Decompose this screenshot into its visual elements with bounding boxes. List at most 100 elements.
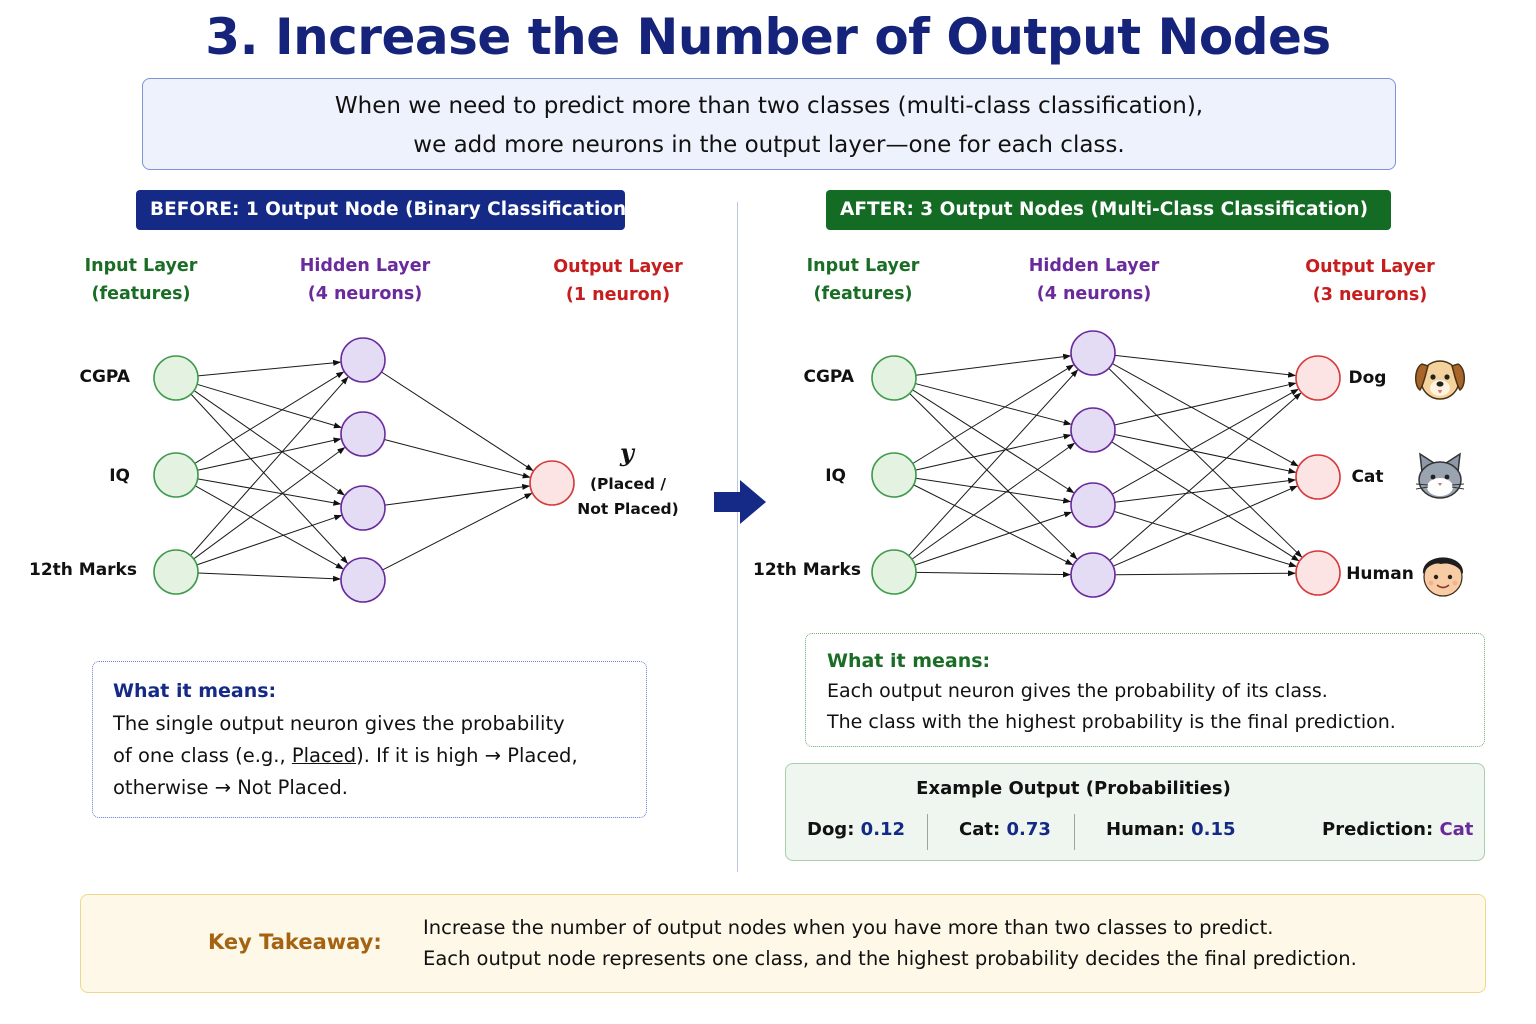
output-label-cat: Cat	[1351, 467, 1384, 487]
after-hidden-output-edge	[1114, 381, 1297, 426]
after-input-hidden-edge	[913, 484, 1074, 566]
example-output-box: Example Output (Probabilities) Dog: 0.12…	[785, 763, 1485, 861]
intro-box: When we need to predict more than two cl…	[142, 78, 1396, 170]
before-input-hidden-edge	[194, 485, 344, 570]
before-input-hidden-edge	[197, 572, 342, 582]
after-hidden-output-edge	[1114, 570, 1297, 577]
after-input-hidden-edge	[912, 364, 1075, 464]
before-output-layer-header: Output Layer (1 neuron)	[538, 253, 698, 309]
meaning-line-3: otherwise → Not Placed.	[113, 776, 348, 799]
after-hidden-output-edge	[1114, 434, 1297, 474]
key-takeaway-label: Key Takeaway:	[208, 930, 382, 954]
output-y-symbol: y	[620, 438, 634, 467]
before-hidden-output-edge	[381, 371, 534, 471]
before-hidden-node	[340, 485, 386, 531]
output-label-dog: Dog	[1348, 368, 1387, 388]
after-hidden-output-edge	[1111, 441, 1300, 562]
caption-line-2: Not Placed)	[577, 500, 679, 518]
before-input-hidden-edge	[196, 514, 343, 566]
after-output-node	[1295, 355, 1341, 401]
before-hidden-node	[340, 337, 386, 383]
after-hidden-node	[1070, 482, 1116, 528]
after-hidden-layer-header: Hidden Layer (4 neurons)	[1014, 252, 1174, 308]
example-prediction: Prediction: Cat	[1322, 819, 1473, 840]
before-input-label-iq: IQ	[109, 466, 130, 486]
after-input-hidden-edge	[915, 433, 1072, 471]
before-input-node	[153, 549, 199, 595]
meaning-line-2: The class with the highest probability i…	[827, 711, 1396, 733]
center-divider	[737, 202, 738, 872]
after-input-layer-header: Input Layer (features)	[783, 252, 943, 308]
before-meaning-box: What it means: The single output neuron …	[92, 661, 647, 818]
before-input-node	[153, 355, 199, 401]
meaning-line-2: of one class (e.g., Placed). If it is hi…	[113, 740, 626, 772]
before-tag: BEFORE: 1 Output Node (Binary Classifica…	[136, 190, 635, 230]
before-input-hidden-edge	[190, 393, 349, 564]
prediction-value: Cat	[1439, 819, 1474, 840]
after-input-hidden-edge	[912, 389, 1075, 494]
after-input-node	[871, 452, 917, 498]
after-hidden-node	[1070, 552, 1116, 598]
example-label: Human:	[1106, 819, 1185, 840]
before-input-hidden-edge	[190, 376, 349, 556]
after-hidden-output-edge	[1109, 392, 1302, 561]
after-hidden-output-edge	[1108, 368, 1303, 558]
layer-title: Output Layer	[1305, 257, 1435, 277]
example-value: 0.15	[1191, 819, 1236, 840]
after-connections	[908, 353, 1303, 578]
after-input-hidden-edge	[914, 511, 1073, 566]
example-separator	[1074, 814, 1075, 850]
before-hidden-output-edge	[384, 439, 531, 479]
before-input-node	[153, 452, 199, 498]
dog-face-icon	[1415, 360, 1465, 400]
before-input-hidden-edge	[193, 390, 345, 496]
layer-sub: (1 neuron)	[565, 285, 671, 305]
after-input-label-iq: IQ	[825, 466, 846, 486]
after-input-hidden-edge	[911, 442, 1076, 560]
transition-arrow-icon	[714, 480, 766, 524]
takeaway-line-2: Each output node represents one class, a…	[423, 947, 1357, 970]
after-output-layer-header: Output Layer (3 neurons)	[1290, 253, 1450, 309]
after-hidden-output-edge	[1114, 354, 1297, 378]
before-input-hidden-edge	[196, 383, 342, 429]
before-hidden-output-edge	[384, 483, 531, 506]
meaning-line-2b: ). If it is high → Placed,	[356, 744, 578, 767]
layer-sub: (features)	[91, 284, 191, 304]
after-hidden-output-edge	[1111, 388, 1299, 495]
layer-title: Hidden Layer	[299, 256, 431, 276]
key-takeaway-box: Key Takeaway: Increase the number of out…	[80, 894, 1486, 993]
cat-face-icon	[1415, 452, 1465, 499]
after-input-hidden-edge	[915, 477, 1072, 504]
intro-line-1: When we need to predict more than two cl…	[334, 93, 1204, 119]
layer-sub: (features)	[813, 284, 913, 304]
meaning-title: What it means:	[827, 650, 991, 672]
meaning-line-1: Each output neuron gives the probability…	[827, 680, 1328, 702]
example-item-cat: Cat: 0.73	[959, 819, 1051, 840]
after-input-hidden-edge	[915, 353, 1072, 376]
before-hidden-layer-header: Hidden Layer (4 neurons)	[285, 252, 445, 308]
after-input-node	[871, 355, 917, 401]
before-connections	[190, 359, 534, 582]
before-hidden-node	[340, 557, 386, 603]
example-item-dog: Dog: 0.12	[807, 819, 905, 840]
layer-sub: (4 neurons)	[1036, 284, 1152, 304]
example-value: 0.12	[860, 819, 906, 840]
example-title: Example Output (Probabilities)	[916, 778, 1231, 799]
layer-title: Output Layer	[553, 257, 683, 277]
after-output-node	[1295, 454, 1341, 500]
after-output-node	[1295, 550, 1341, 596]
after-hidden-output-edge	[1112, 485, 1298, 567]
example-label: Dog:	[807, 819, 855, 840]
after-hidden-output-edge	[1112, 363, 1299, 467]
before-output-node	[529, 460, 575, 506]
after-tag: AFTER: 3 Output Nodes (Multi-Class Class…	[826, 190, 1391, 230]
example-item-human: Human: 0.15	[1106, 819, 1236, 840]
meaning-placed-underlined: Placed	[291, 744, 357, 767]
example-separator	[927, 814, 928, 850]
before-nodes	[153, 337, 575, 603]
after-hidden-node	[1070, 407, 1116, 453]
layer-sub: (3 neurons)	[1312, 285, 1428, 305]
meaning-title: What it means:	[113, 680, 277, 702]
before-input-layer-header: Input Layer (features)	[61, 252, 221, 308]
example-label: Cat:	[959, 819, 1001, 840]
